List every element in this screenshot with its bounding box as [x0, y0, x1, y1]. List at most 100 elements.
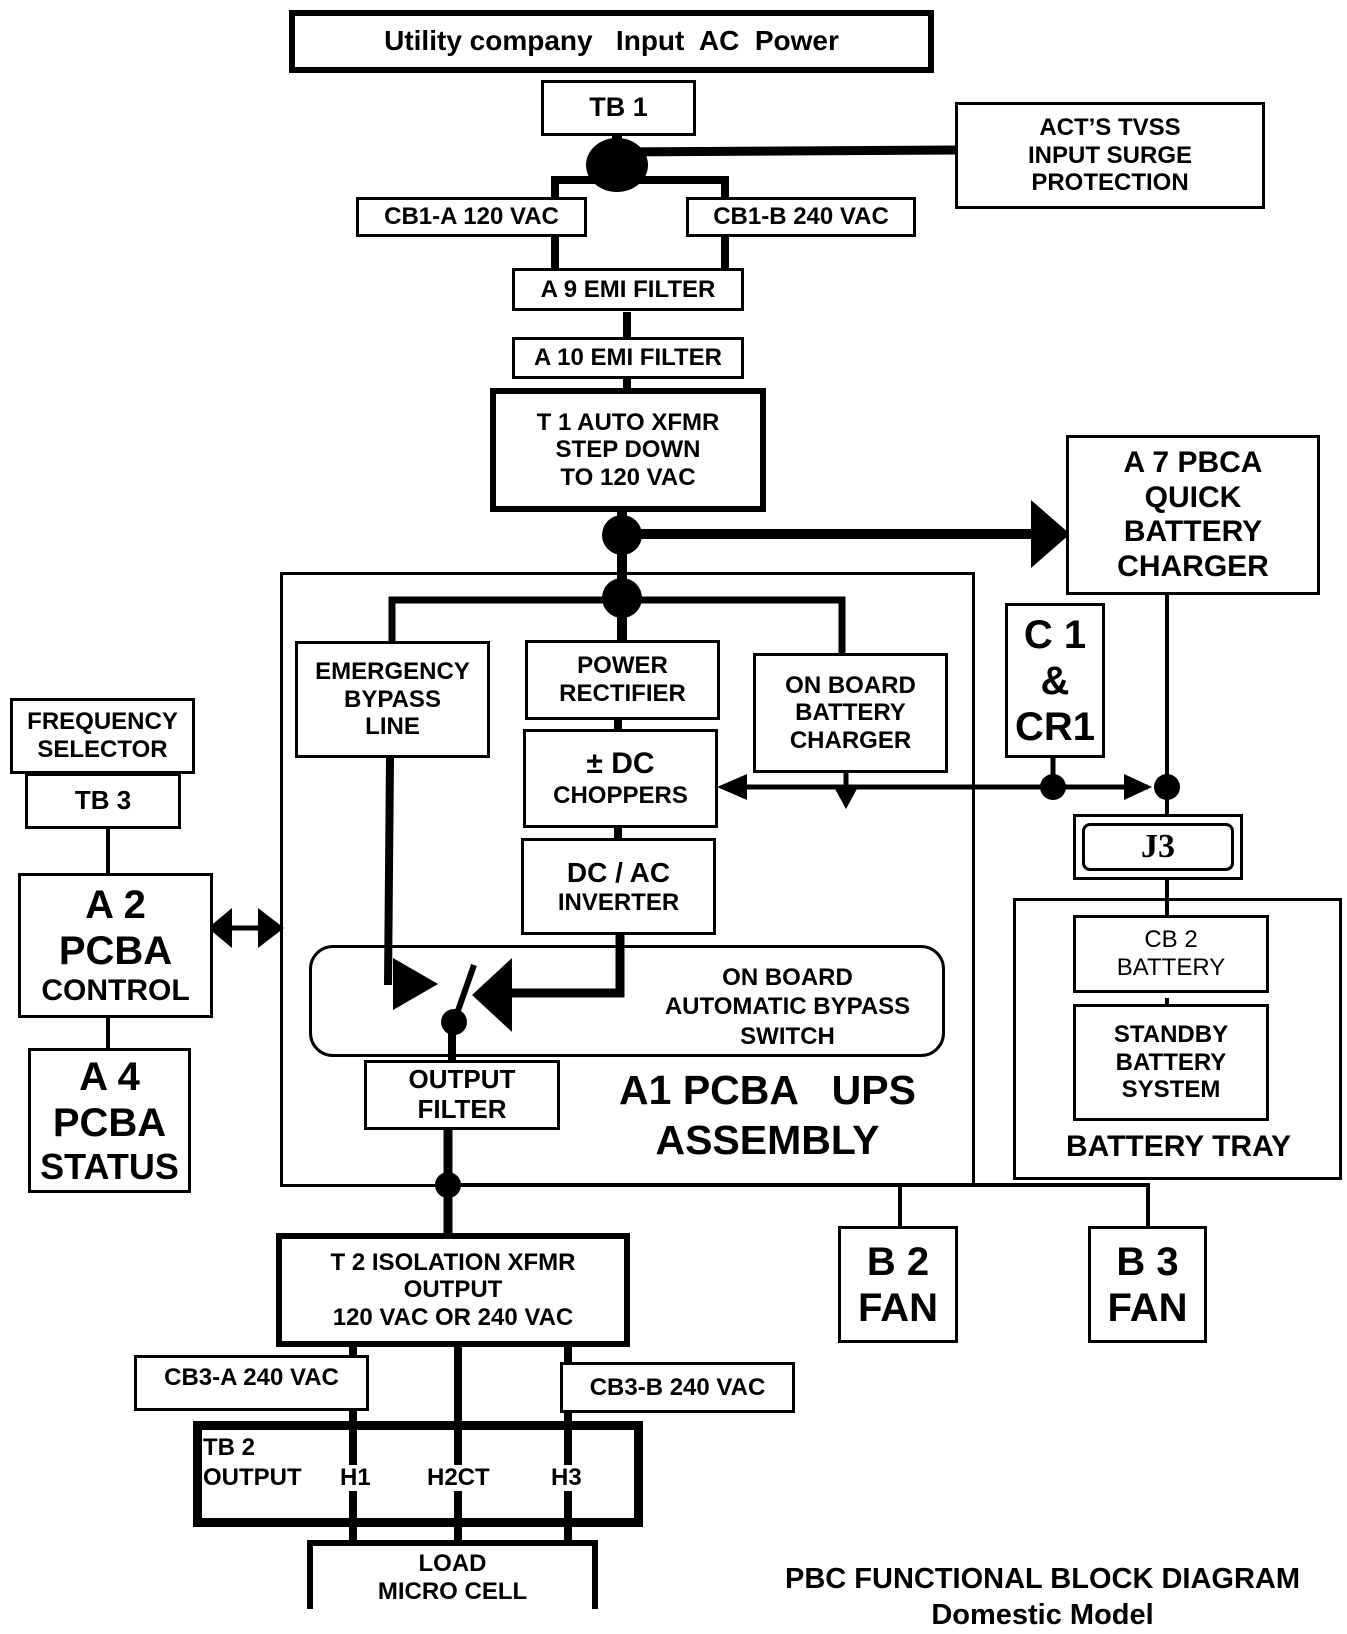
standby-battery-box: STANDBY BATTERY SYSTEM: [1073, 1004, 1269, 1121]
emergency-bypass-box: EMERGENCY BYPASS LINE: [295, 641, 490, 758]
frequency-selector-box: FREQUENCY SELECTOR: [10, 698, 195, 774]
bypass-switch-frame: [309, 945, 945, 1057]
t2-line-2: OUTPUT: [403, 1276, 503, 1304]
load-micro-cell-box: LOAD MICRO CELL: [307, 1540, 598, 1609]
t1-line-3: TO 120 VAC: [560, 463, 696, 491]
tb2-line-2: OUTPUT: [203, 1464, 302, 1491]
standby-line-3: SYSTEM: [1121, 1076, 1221, 1104]
cb1a-box: CB1-A 120 VAC: [356, 197, 587, 237]
cb1a-label: CB1-A 120 VAC: [384, 203, 559, 231]
a4-line-2: PCBA: [52, 1100, 167, 1145]
dc-choppers-box: ± DC CHOPPERS: [523, 729, 718, 828]
a10-emi-filter-box: A 10 EMI FILTER: [512, 337, 744, 379]
a1-assembly-title: A1 PCBA UPS ASSEMBLY: [605, 1065, 930, 1165]
tb3-box: TB 3: [25, 773, 181, 829]
t1-auto-xfmr-box: T 1 AUTO XFMR STEP DOWN TO 120 VAC: [490, 388, 766, 512]
utility-input-box: Utility company Input AC Power: [289, 10, 934, 73]
tb3-label: TB 3: [74, 785, 132, 816]
tvss-box: ACT’S TVSS INPUT SURGE PROTECTION: [955, 102, 1265, 209]
tvss-line-2: INPUT SURGE: [1027, 141, 1192, 169]
choppers-line-2: CHOPPERS: [553, 781, 688, 809]
c1-cr1-box: C 1 & CR1: [1005, 603, 1105, 758]
tvss-line-3: PROTECTION: [1031, 169, 1189, 197]
a2-line-2: PCBA: [58, 929, 173, 974]
b3-fan-box: B 3 FAN: [1088, 1226, 1207, 1343]
a7-quick-charger-box: A 7 PBCA QUICK BATTERY CHARGER: [1066, 435, 1320, 595]
a1-line-2: ASSEMBLY: [655, 1117, 880, 1164]
bypass-line-2: AUTOMATIC BYPASS: [664, 993, 911, 1021]
j3-label: J3: [1141, 828, 1175, 866]
bypass-line-1: ON BOARD: [722, 964, 853, 991]
a2-line-3: CONTROL: [41, 974, 190, 1008]
caption-line-2: Domestic Model: [931, 1599, 1154, 1632]
a1-ups-assembly-frame: [280, 572, 975, 1187]
a2-line-1: A 2: [85, 883, 146, 928]
tb2-label: TB 2 OUTPUT: [203, 1433, 302, 1493]
a10-label: A 10 EMI FILTER: [533, 344, 722, 372]
t1-line-1: T 1 AUTO XFMR: [536, 408, 720, 436]
choppers-line-1: ± DC: [586, 747, 655, 781]
j3-connector-box: J3: [1073, 814, 1243, 880]
output-filter-box: OUTPUT FILTER: [364, 1060, 560, 1130]
emergency-line-2: BYPASS: [344, 685, 441, 713]
cb3a-box: CB3-A 240 VAC: [134, 1355, 369, 1411]
emergency-line-1: EMERGENCY: [315, 658, 470, 686]
onboard-charger-box: ON BOARD BATTERY CHARGER: [753, 653, 948, 773]
tb1-box: TB 1: [541, 80, 696, 136]
a4-pcba-status-box: A 4 PCBA STATUS: [28, 1048, 191, 1193]
cb2-line-2: BATTERY: [1116, 954, 1226, 981]
a4-line-1: A 4: [79, 1054, 140, 1099]
a4-line-3: STATUS: [40, 1145, 179, 1187]
load-line-1: LOAD: [418, 1550, 487, 1577]
cb2-battery-box: CB 2 BATTERY: [1073, 915, 1269, 993]
a9-emi-filter-box: A 9 EMI FILTER: [512, 268, 744, 311]
h2ct-terminal-label: H2CT: [427, 1464, 490, 1492]
freq-line-1: FREQUENCY: [27, 708, 178, 736]
output-filter-line-1: OUTPUT: [408, 1064, 516, 1095]
bypass-line-3: SWITCH: [740, 1022, 835, 1050]
onboard-charger-line-3: CHARGER: [789, 726, 912, 754]
j3-inner-box: J3: [1082, 823, 1234, 871]
b2-fan-box: B 2 FAN: [838, 1226, 958, 1343]
cb1b-box: CB1-B 240 VAC: [686, 197, 916, 237]
cb3b-label: CB3-B 240 VAC: [589, 1373, 766, 1401]
diagram-caption: PBC FUNCTIONAL BLOCK DIAGRAM Domestic Mo…: [755, 1561, 1330, 1634]
t1-line-2: STEP DOWN: [555, 436, 701, 464]
bypass-switch-label: ON BOARD AUTOMATIC BYPASS SWITCH: [640, 963, 935, 1051]
c1-line-2: &: [1040, 658, 1070, 703]
b3-line-1: B 3: [1116, 1239, 1179, 1284]
standby-line-2: BATTERY: [1115, 1048, 1227, 1076]
freq-line-2: SELECTOR: [37, 736, 168, 763]
a7-line-3: BATTERY: [1123, 515, 1263, 548]
tb2-line-1: TB 2: [203, 1434, 256, 1461]
c1-line-3: CR1: [1014, 704, 1096, 749]
c1-line-1: C 1: [1023, 612, 1087, 657]
standby-line-1: STANDBY: [1113, 1021, 1229, 1049]
emergency-line-3: LINE: [365, 713, 420, 741]
cb1b-label: CB1-B 240 VAC: [713, 203, 889, 231]
caption-line-1: PBC FUNCTIONAL BLOCK DIAGRAM: [785, 1563, 1300, 1595]
rectifier-line-1: POWER: [577, 652, 668, 680]
b2-line-1: B 2: [866, 1239, 930, 1284]
h1-terminal-label: H1: [340, 1464, 371, 1492]
tb1-label: TB 1: [589, 92, 648, 123]
output-filter-line-2: FILTER: [417, 1094, 507, 1124]
a7-line-2: QUICK: [1144, 480, 1242, 514]
battery-tray-frame: [1013, 898, 1342, 1180]
a7-line-1: A 7 PBCA: [1123, 446, 1263, 479]
cb3b-box: CB3-B 240 VAC: [560, 1362, 795, 1413]
a9-label: A 9 EMI FILTER: [540, 275, 716, 303]
t2-isolation-xfmr-box: T 2 ISOLATION XFMR OUTPUT 120 VAC OR 240…: [276, 1233, 630, 1347]
t2-line-1: T 2 ISOLATION XFMR: [330, 1248, 576, 1276]
onboard-charger-line-1: ON BOARD: [785, 671, 916, 699]
rectifier-line-2: RECTIFIER: [559, 680, 686, 707]
b2-line-2: FAN: [858, 1285, 938, 1330]
dc-ac-inverter-box: DC / AC INVERTER: [521, 838, 716, 935]
a2-pcba-control-box: A 2 PCBA CONTROL: [18, 873, 213, 1018]
battery-tray-label: BATTERY TRAY: [1065, 1130, 1292, 1163]
cb2-line-1: CB 2: [1144, 926, 1198, 954]
inverter-line-1: DC / AC: [566, 856, 671, 888]
h3-terminal-label: H3: [551, 1464, 582, 1492]
load-line-2: MICRO CELL: [377, 1577, 528, 1605]
power-rectifier-box: POWER RECTIFIER: [525, 640, 720, 720]
